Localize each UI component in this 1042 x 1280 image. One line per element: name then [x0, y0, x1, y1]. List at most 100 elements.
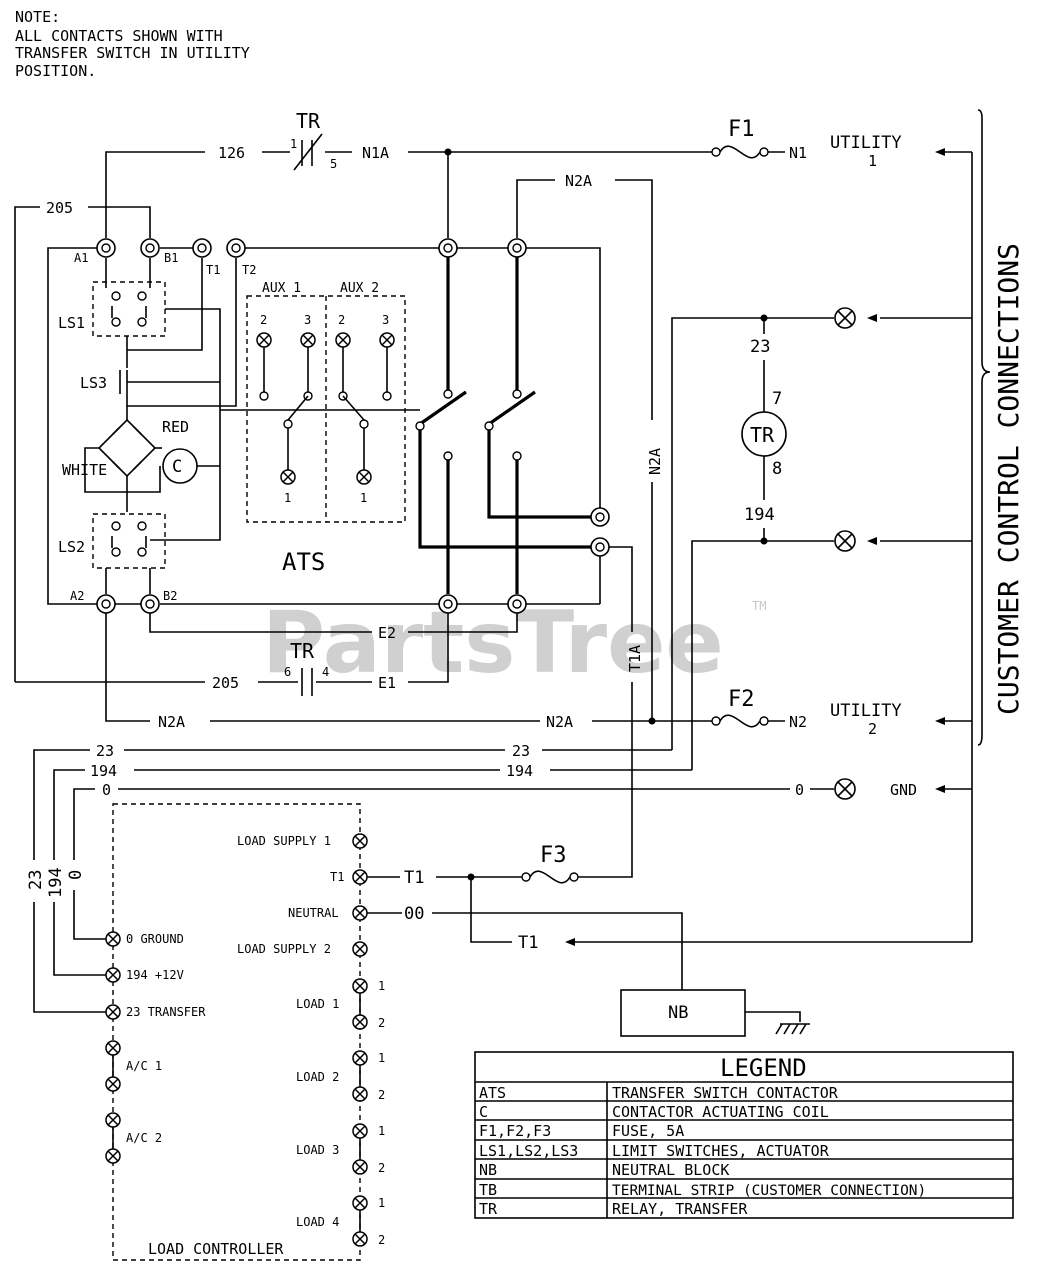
terminal-t1: T1 [206, 263, 220, 277]
wire-t1-label: T1 [404, 868, 424, 888]
fuse-f1-label: F1 [728, 117, 755, 142]
main-contacts [415, 257, 591, 594]
watermark: PartsTree [262, 593, 724, 693]
aux1-pin-2: 2 [260, 313, 267, 327]
watermark-tm: TM [752, 599, 766, 613]
aux1-pin-3: 3 [304, 313, 311, 327]
lc-left-3: A/C 1 [126, 1059, 162, 1073]
ats-title: ATS [282, 548, 325, 576]
wire-n2a-bottom-right: N2A [546, 713, 573, 731]
lc-right-0: LOAD SUPPLY 1 [237, 834, 331, 848]
load4-pin-1: 1 [378, 1196, 385, 1210]
aux1-pin-1: 1 [284, 491, 291, 505]
aux1-label: AUX 1 [262, 281, 301, 296]
note-line-2: ALL CONTACTS SHOWN WITH [15, 27, 223, 45]
customer-bus [565, 148, 973, 946]
wire-194-left-label: 194 [90, 762, 117, 780]
relay-pin-7: 7 [772, 389, 782, 409]
red-label: RED [162, 418, 189, 436]
fuse-f3-label: F3 [540, 843, 567, 868]
relay-pin-6: 6 [284, 665, 291, 679]
relay-pin-5: 5 [330, 157, 337, 171]
neutral-block-label: NB [668, 1003, 688, 1023]
note-line-4: POSITION. [15, 62, 96, 80]
relay-pin-8: 8 [772, 459, 782, 479]
lc-left-2: 23 TRANSFER [126, 1005, 206, 1019]
load3-pin-2: 2 [378, 1161, 385, 1175]
wire-205-top: 205 [14, 199, 151, 682]
lc-left-0: 0 GROUND [126, 932, 184, 946]
wire-e1-label: E1 [378, 674, 396, 692]
relay-pin-1: 1 [290, 137, 297, 151]
legend-code-5: TB [479, 1181, 497, 1199]
lc-left-1: 194 +12V [126, 968, 184, 982]
load2-pin-2: 2 [378, 1088, 385, 1102]
fuse-f1: F1 N1 UTILITY 1 [711, 117, 902, 170]
legend-desc-4: NEUTRAL BLOCK [612, 1161, 729, 1179]
note-line-3: TRANSFER SWITCH IN UTILITY [15, 44, 250, 62]
limit-switch-ls2: LS2 [58, 513, 166, 594]
limit-switch-ls1: LS1 [58, 258, 221, 541]
coil-label: C [172, 457, 182, 477]
fuse-f2-label: F2 [728, 687, 755, 712]
wire-t1a-label: T1A [626, 645, 644, 672]
lc-right-7: LOAD 4 [296, 1215, 339, 1229]
utility-2-label: UTILITY [830, 701, 902, 721]
wire-n2-label: N2 [789, 713, 807, 731]
wire-23-top-label: 23 [750, 337, 770, 357]
side-brace [977, 109, 991, 746]
lc-right-3: LOAD SUPPLY 2 [237, 942, 331, 956]
legend-desc-2: FUSE, 5A [612, 1122, 684, 1140]
load-controller: LOAD CONTROLLER 0 GROUND 194 +12V 23 TRA… [105, 803, 385, 1261]
ls1-label: LS1 [58, 314, 85, 332]
note: NOTE: ALL CONTACTS SHOWN WITH TRANSFER S… [15, 8, 250, 80]
relay-tr-bottom-label: TR [290, 639, 315, 663]
ls3-label: LS3 [80, 374, 107, 392]
wire-n2a-vert-label: N2A [646, 448, 664, 475]
terminal-a1: A1 [74, 251, 88, 265]
load-controller-title: LOAD CONTROLLER [148, 1240, 284, 1258]
load2-pin-1: 1 [378, 1051, 385, 1065]
terminal-t2: T2 [242, 263, 256, 277]
legend-desc-3: LIMIT SWITCHES, ACTUATOR [612, 1142, 830, 1160]
side-title: CUSTOMER CONTROL CONNECTIONS [992, 243, 1025, 715]
lc-right-2: NEUTRAL [288, 906, 339, 920]
terminal-b2: B2 [163, 589, 177, 603]
ats-box: ATS [47, 247, 601, 605]
lc-right-6: LOAD 3 [296, 1143, 339, 1157]
wires-control: 23 23 194 194 0 0 GND 23 194 0 [26, 742, 917, 1013]
ats-bottom-terminals: A2 B2 [70, 507, 610, 614]
wires-bottom: E2 205 TR 6 4 E1 N2A N2A [15, 613, 712, 731]
wire-n2a-top: N2A N2A [516, 172, 664, 721]
wire-205-bottom-label: 205 [212, 674, 239, 692]
lc-right-5: LOAD 2 [296, 1070, 339, 1084]
legend-code-0: ATS [479, 1084, 506, 1102]
aux2-pin-3: 3 [382, 313, 389, 327]
legend-code-4: NB [479, 1161, 497, 1179]
relay-tr-top-label: TR [296, 109, 321, 133]
aux2-pin-1: 1 [360, 491, 367, 505]
ats-top-terminals: A1 B1 T1 T2 [74, 238, 527, 277]
legend-code-1: C [479, 1103, 488, 1121]
wire-t1a: T1A [578, 546, 644, 878]
wire-0-left-label: 0 [102, 781, 111, 799]
ls2-label: LS2 [58, 538, 85, 556]
wire-23-left-label: 23 [96, 742, 114, 760]
white-label: WHITE [62, 461, 107, 479]
wires-t1-neutral: T1 F3 T1 00 NB [367, 843, 810, 1037]
legend-title: LEGEND [720, 1054, 807, 1082]
utility-1-num: 1 [868, 152, 877, 170]
wire-e2-label: E2 [378, 624, 396, 642]
wire-205-top-label: 205 [46, 199, 73, 217]
relay-pin-4: 4 [322, 665, 329, 679]
bridge-rectifier: C RED WHITE [62, 406, 220, 512]
terminal-b1: B1 [164, 251, 178, 265]
wire-0-vert-label: 0 [66, 870, 86, 880]
lc-right-1: T1 [330, 870, 344, 884]
legend-desc-6: RELAY, TRANSFER [612, 1200, 748, 1218]
wire-n2a-top-label: N2A [565, 172, 592, 190]
aux2-pin-2: 2 [338, 313, 345, 327]
wire-126-label: 126 [218, 144, 245, 162]
legend-desc-5: TERMINAL STRIP (CUSTOMER CONNECTION) [612, 1183, 926, 1199]
